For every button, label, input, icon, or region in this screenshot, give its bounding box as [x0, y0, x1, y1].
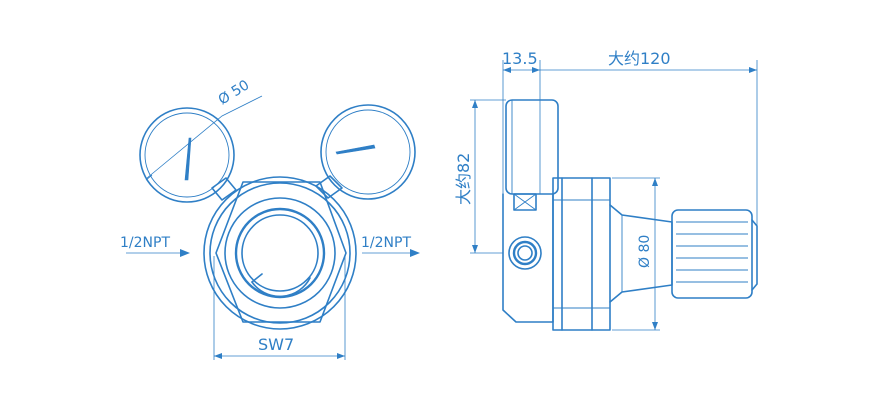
- width-dimensions: 13.5 大约120: [502, 49, 758, 226]
- inlet-port: 1/2NPT: [120, 235, 190, 257]
- total-width-label: 大约120: [608, 49, 671, 68]
- wrench-size-label: SW7: [258, 335, 294, 354]
- inlet-port-label: 1/2NPT: [120, 235, 170, 251]
- gauge-diameter-dimension: Ø 50: [146, 77, 263, 179]
- knob-diameter-label: Ø 80: [637, 235, 653, 268]
- outlet-port: 1/2NPT: [361, 235, 420, 257]
- height-dimension: 大约82: [454, 99, 506, 254]
- left-pressure-gauge: [139, 107, 235, 203]
- side-view: Ø 80 大约82 13.5 大约120: [454, 49, 758, 331]
- side-gauge: [505, 99, 559, 211]
- right-gauge-needle: [335, 144, 376, 155]
- adjustment-knob: [671, 209, 758, 299]
- knob-diameter-dimension: Ø 80: [612, 177, 660, 331]
- right-pressure-gauge: [320, 104, 416, 200]
- side-port: [508, 236, 542, 270]
- hex-body: [203, 176, 357, 330]
- left-gauge-needle: [184, 137, 192, 181]
- wrench-size-dimension: SW7: [213, 256, 346, 360]
- front-view: Ø 50 1/2NPT 1/2NPT: [120, 77, 420, 360]
- short-width-label: 13.5: [502, 49, 538, 68]
- side-body: [502, 177, 611, 331]
- height-label: 大约82: [454, 153, 473, 205]
- outlet-port-label: 1/2NPT: [361, 235, 411, 251]
